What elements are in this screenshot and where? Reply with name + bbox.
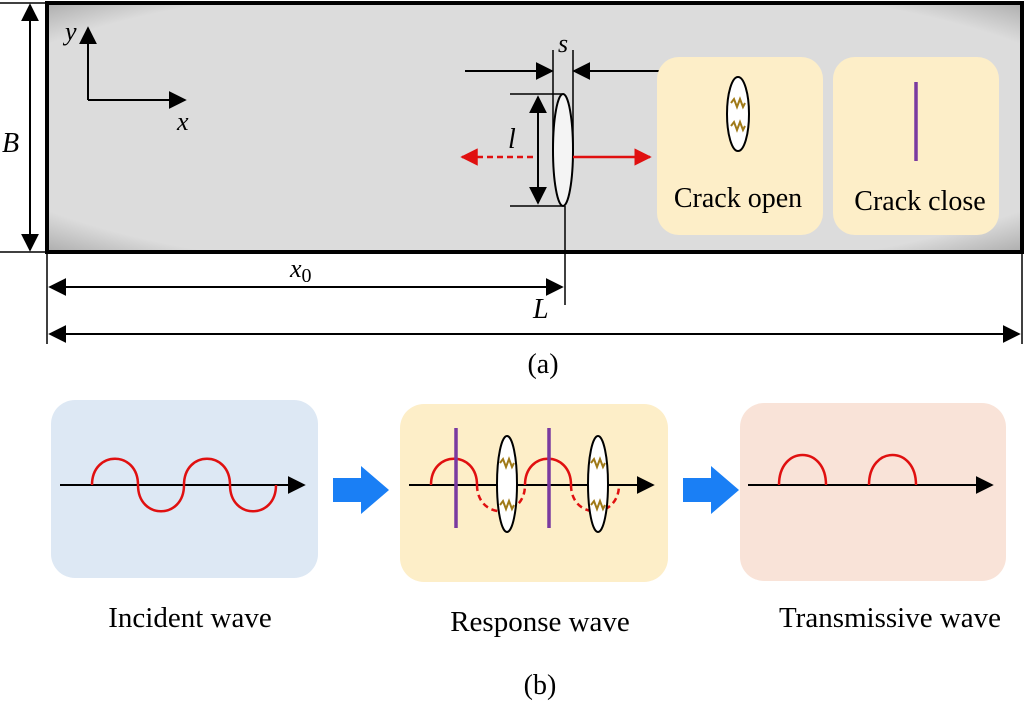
incident-wave-box: Incident wave [51,400,318,634]
open-crack-icon [726,76,750,152]
incident-wave [90,457,278,513]
length-label: L [532,294,549,325]
caption-b: (b) [524,670,557,701]
open-crack-icon [496,435,518,533]
flow-arrow-1 [333,466,389,514]
height-dimension: B [0,2,47,253]
crack-position-label: x0 [289,254,312,287]
height-label: B [2,128,19,159]
crack-position-dimension: x0 [46,206,1023,344]
inset-crack-close: Crack close [833,57,999,235]
crack-width-label: s [558,29,568,58]
incident-wave-label: Incident wave [108,602,271,634]
transmissive-wave-box: Transmissive wave [740,403,1006,634]
inset-crack-open-label: Crack open [674,183,802,214]
open-crack-icon [587,435,609,533]
crack-width-dimension: s [465,29,660,150]
flow-arrow-2 [683,466,739,514]
transmissive-wave-label: Transmissive wave [779,602,1001,634]
response-wave-label: Response wave [450,606,630,638]
panel-a: y x B l s [0,1,1024,380]
caption-a: (a) [527,349,558,380]
inset-crack-open: Crack open [657,57,823,235]
panel-b: Incident wave Response wave T [51,400,1006,701]
transmissive-wave [777,453,918,486]
coordinate-axes: y x [62,17,189,136]
y-axis-label: y [62,17,77,46]
crack-ellipse [552,93,574,207]
x-axis-label: x [176,107,189,136]
length-dimension: L [48,294,1021,343]
crack-length-label: l [508,124,516,155]
inset-crack-close-label: Crack close [854,186,985,217]
response-wave-box: Response wave [400,404,668,638]
